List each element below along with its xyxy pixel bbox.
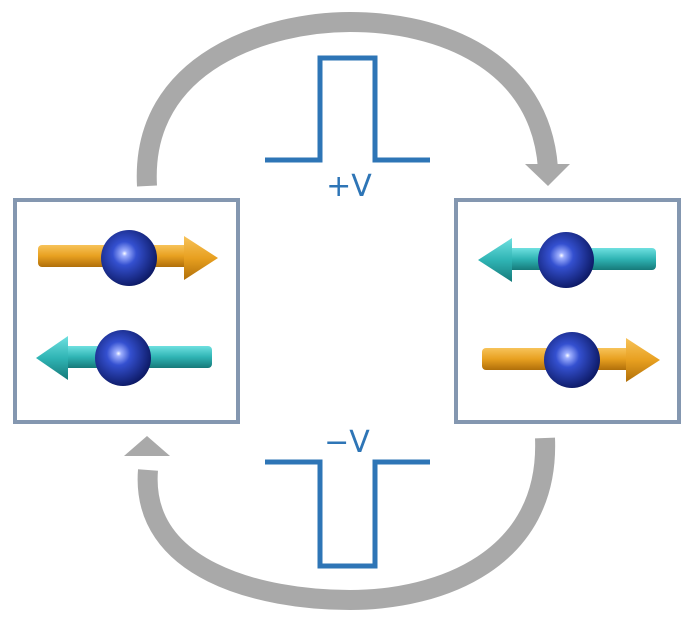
negative-voltage-label: −V — [324, 425, 370, 460]
right-state-box — [454, 198, 681, 424]
atom-sphere — [95, 330, 151, 386]
left-state-box — [13, 198, 240, 424]
arrowhead-icon — [525, 164, 570, 186]
negative-pulse: −V — [265, 425, 430, 569]
cycle-arrow-top — [136, 11, 570, 187]
atom-sphere — [101, 230, 157, 286]
arrowhead-icon — [124, 436, 170, 456]
positive-pulse: +V — [265, 55, 430, 204]
positive-voltage-label: +V — [326, 169, 372, 204]
atom-sphere — [538, 232, 594, 288]
atom-sphere — [544, 332, 600, 388]
cycle-arrow-bottom — [124, 436, 556, 611]
